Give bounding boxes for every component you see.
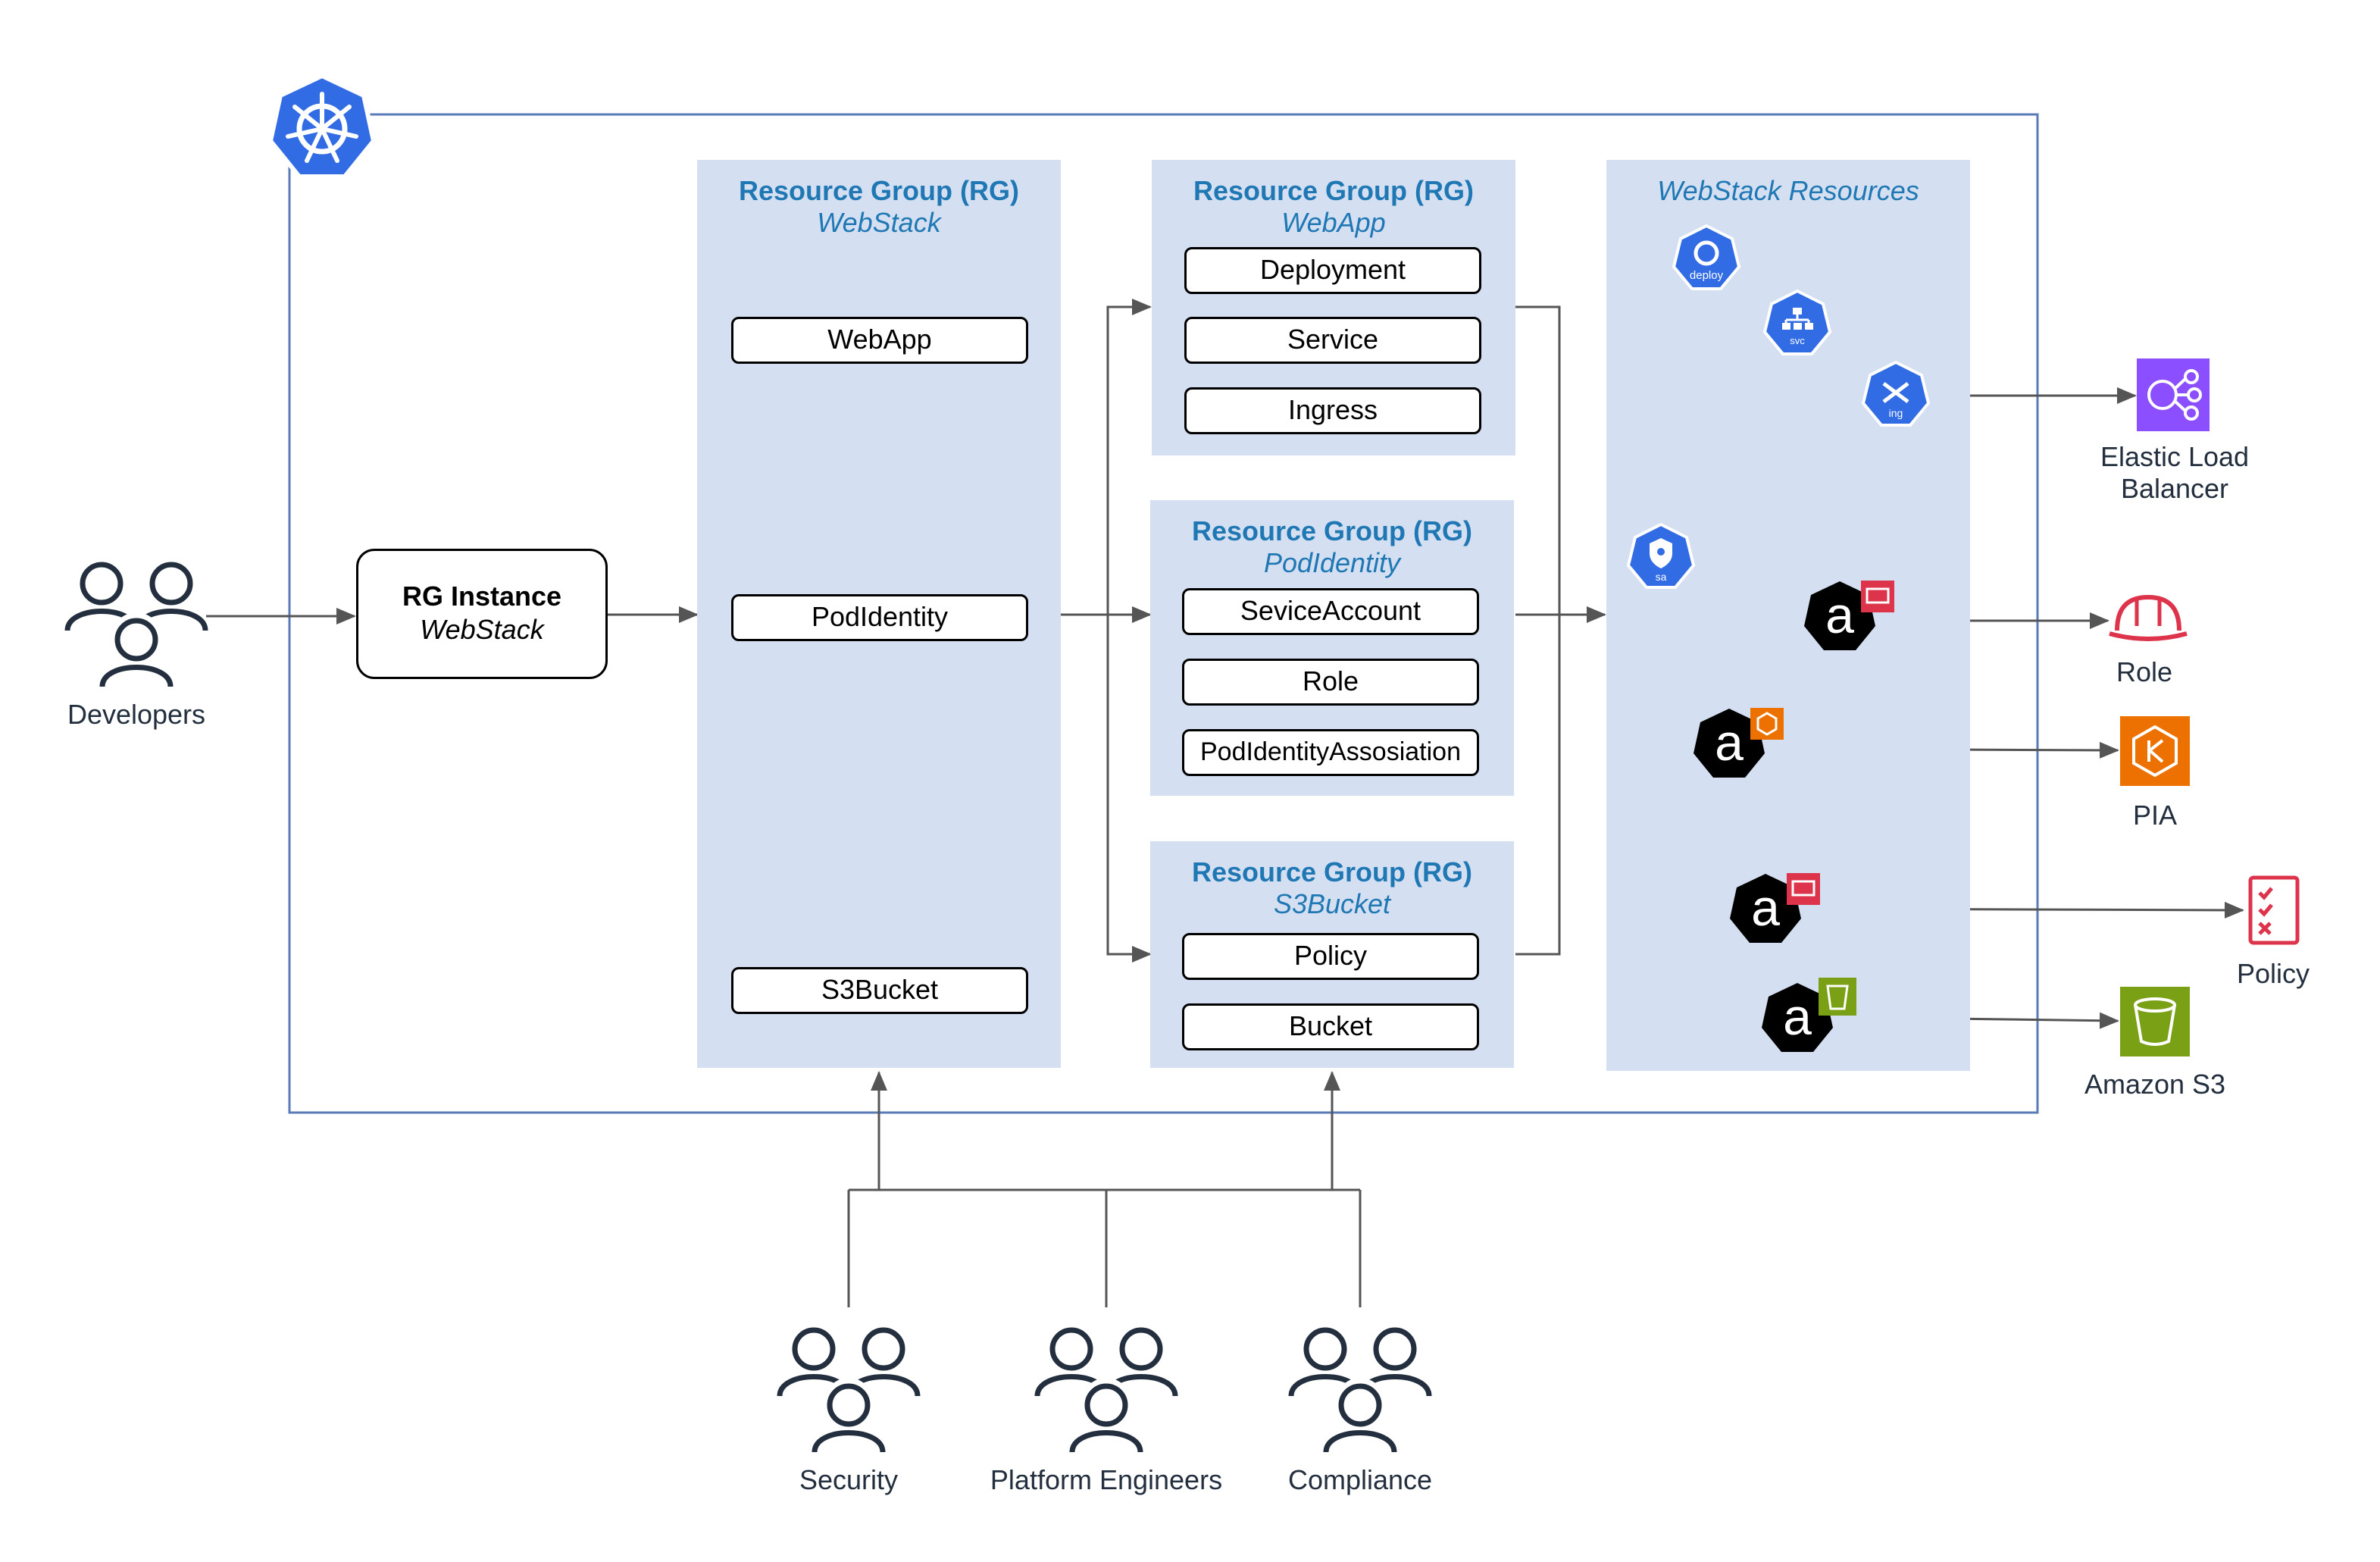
ack-iam-role-resource [1804, 581, 1894, 650]
rg-s3bucket-name: S3Bucket [1273, 888, 1391, 919]
compliance-label: Compliance [1287, 1464, 1433, 1495]
s3bucket-item-policy[interactable]: Policy [1182, 933, 1479, 980]
webstack-resources-title: WebStack Resources [1657, 175, 1919, 206]
svg-text:deploy: deploy [1690, 269, 1724, 282]
elastic-load-balancer-icon [2137, 358, 2210, 431]
webapp-item-service[interactable]: Service [1184, 317, 1481, 364]
rg-instance-title: RG Instance [402, 581, 562, 612]
kubernetes-icon [267, 73, 377, 179]
ing-icon: ing [1862, 361, 1930, 427]
rg-s3bucket-title: Resource Group (RG) [1191, 856, 1473, 887]
deploy-icon: deploy [1672, 224, 1740, 290]
role-label: Role [2116, 656, 2173, 687]
rg-podidentity-name: PodIdentity [1263, 547, 1401, 578]
ack-iam-policy-resource [1730, 873, 1820, 943]
podidentity-item-assosiation[interactable]: PodIdentityAssosiation [1182, 729, 1479, 776]
rg-podidentity-title: Resource Group (RG) [1191, 515, 1473, 546]
connector-rg-bracket [1515, 305, 1561, 956]
podidentity-item-serviceaccount[interactable]: SeviceAccount [1182, 588, 1479, 635]
rg-instance-name: WebStack [420, 614, 544, 645]
platform-engineers-label: Platform Engineers [990, 1464, 1223, 1495]
rg-instance-box[interactable]: RG Instance WebStack [356, 549, 608, 679]
svg-text:svc: svc [1790, 335, 1805, 346]
rg-webapp-title: Resource Group (RG) [1193, 175, 1475, 206]
elb-label-line1: Elastic Load [2100, 441, 2250, 472]
developers-label: Developers [67, 699, 206, 730]
webstack-item-webapp[interactable]: WebApp [731, 317, 1028, 364]
developers-icon [61, 546, 212, 697]
rg-webapp-name: WebApp [1281, 207, 1386, 238]
policy-label: Policy [2236, 958, 2310, 989]
eks-pia-icon [2120, 716, 2190, 786]
amazon-s3-label: Amazon S3 [2084, 1069, 2226, 1100]
ack-s3-bucket-resource [1762, 978, 1856, 1052]
arrow-webstack-to-webapp [1106, 299, 1152, 615]
ack-eks-pia-resource [1694, 708, 1784, 778]
webstack-item-podidentity[interactable]: PodIdentity [731, 594, 1028, 641]
webapp-item-ingress[interactable]: Ingress [1184, 387, 1481, 434]
compliance-icon [1284, 1311, 1436, 1463]
amazon-s3-icon [2120, 987, 2190, 1056]
svg-text:sa: sa [1656, 571, 1667, 583]
security-label: Security [799, 1464, 899, 1495]
arrow-webstack-to-s3bucket [1106, 615, 1152, 963]
s3bucket-item-bucket[interactable]: Bucket [1182, 1003, 1479, 1050]
rg-webstack-title: Resource Group (RG) [738, 175, 1020, 206]
svg-text:ing: ing [1889, 407, 1903, 419]
podidentity-item-role[interactable]: Role [1182, 659, 1479, 706]
elb-label-line2: Balancer [2120, 473, 2229, 504]
pia-label: PIA [2132, 800, 2178, 831]
webstack-item-s3bucket[interactable]: S3Bucket [731, 967, 1028, 1014]
iam-policy-icon [2248, 875, 2300, 945]
sa-icon: sa [1627, 523, 1695, 589]
iam-role-icon [2109, 594, 2188, 641]
webapp-item-deployment[interactable]: Deployment [1184, 247, 1481, 294]
platform-engineers-icon [1030, 1311, 1182, 1463]
cluster-boundary [288, 113, 2039, 1114]
svc-icon: svc [1763, 290, 1831, 355]
rg-webstack-name: WebStack [817, 207, 941, 238]
security-icon [773, 1311, 924, 1463]
